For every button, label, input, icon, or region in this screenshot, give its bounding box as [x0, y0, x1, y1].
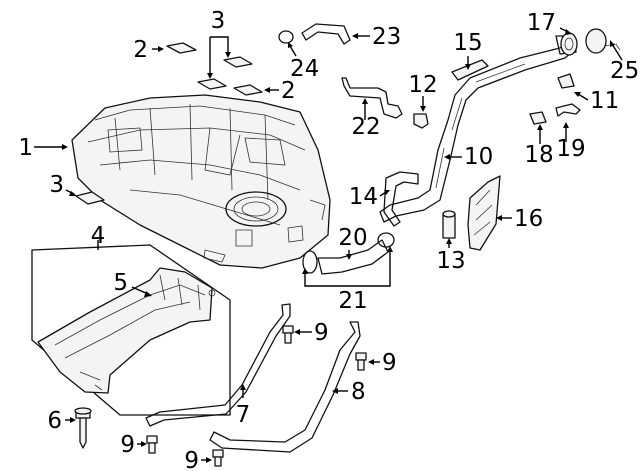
callout-3-lower: 3	[49, 172, 64, 198]
callout-12: 12	[408, 72, 437, 98]
hose-23	[301, 23, 351, 45]
fuel-tank	[71, 94, 331, 269]
heat-shield	[37, 267, 216, 394]
callout-8: 8	[351, 379, 366, 405]
callout-6: 6	[47, 408, 62, 434]
callout-1: 1	[18, 135, 33, 161]
vent-hose-22	[341, 77, 403, 119]
protector-15	[451, 59, 489, 81]
bolt-9-b	[355, 352, 367, 371]
pad-3-lower	[75, 191, 105, 205]
filler-pipe	[379, 35, 577, 223]
callout-9-c: 9	[120, 432, 135, 458]
callout-11: 11	[590, 88, 619, 114]
pad-3-upper-right	[223, 56, 253, 68]
callout-10: 10	[464, 144, 493, 170]
bolt-9-c	[146, 435, 158, 454]
callout-18: 18	[524, 142, 553, 168]
callout-23: 23	[372, 24, 401, 50]
tank-strap-8	[209, 321, 361, 453]
callout-5: 5	[113, 270, 128, 296]
fuel-cap-25	[585, 28, 621, 54]
pad-2-upper	[166, 42, 197, 54]
callout-9-a: 9	[314, 320, 329, 346]
valve-18	[529, 111, 547, 125]
bolt-9-a	[282, 325, 294, 344]
callout-9-d: 9	[184, 448, 199, 471]
callout-20: 20	[338, 225, 367, 251]
callout-3-upper: 3	[211, 8, 226, 34]
callout-25: 25	[610, 58, 639, 84]
callout-24: 24	[290, 56, 319, 82]
hose-clamp-21-right	[377, 232, 395, 248]
bushing-13	[442, 210, 456, 239]
leader-lines	[34, 27, 623, 463]
pad-2-right	[233, 84, 263, 96]
shield-box	[31, 244, 231, 416]
callout-19: 19	[556, 136, 585, 162]
clip-11	[557, 73, 575, 89]
callout-22: 22	[351, 114, 380, 140]
filler-housing-17	[560, 32, 578, 56]
clamp-24	[278, 30, 294, 44]
clip-bolt-6	[74, 407, 92, 449]
hose-clamp-21-left	[302, 250, 318, 274]
bolt-9-d	[212, 449, 224, 467]
tank-strap-7	[145, 303, 291, 427]
callout-15: 15	[453, 30, 482, 56]
callout-14: 14	[349, 184, 378, 210]
callout-2-right: 2	[281, 78, 296, 104]
callout-2-upper: 2	[133, 37, 148, 63]
callout-7: 7	[236, 402, 251, 428]
callout-4: 4	[91, 223, 106, 249]
vent-tube-14	[383, 171, 419, 227]
callout-16: 16	[514, 206, 543, 232]
pad-3-upper-left	[197, 78, 227, 90]
callout-labels: 1 2 2 3 3 4 5 6 7 8 9 9 9 9 10 11 12 13 …	[18, 8, 639, 471]
callout-13: 13	[436, 248, 465, 274]
filler-shield-16	[467, 175, 501, 251]
callout-17: 17	[527, 10, 556, 36]
callout-9-b: 9	[382, 350, 397, 376]
hose-19	[555, 103, 581, 117]
callout-21: 21	[338, 288, 367, 314]
grommet-12	[413, 113, 429, 129]
